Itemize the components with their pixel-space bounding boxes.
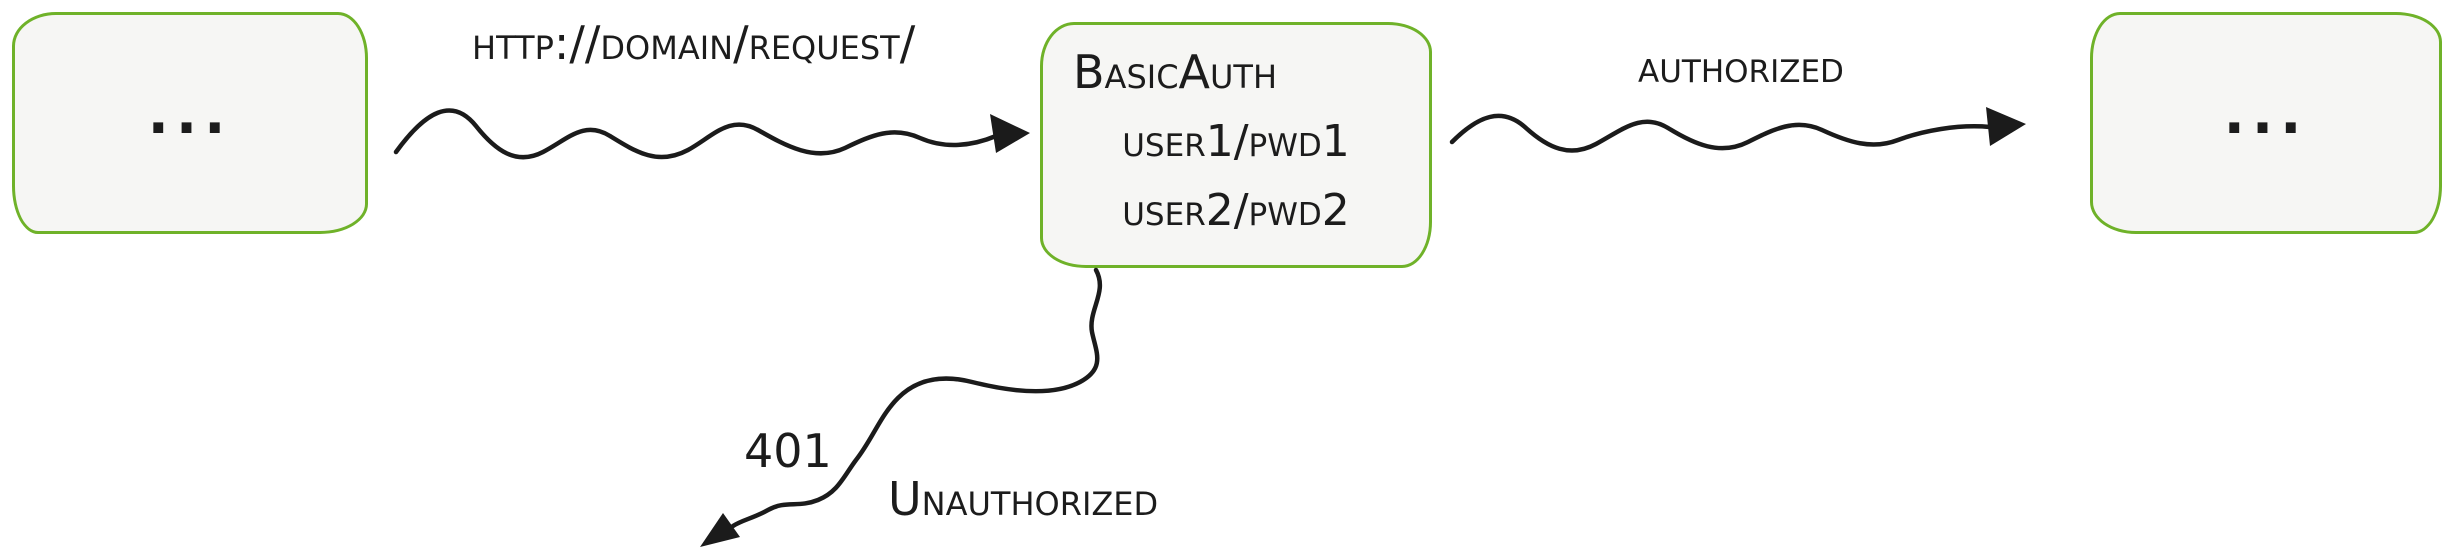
client-node-label: ... [147,82,233,147]
basic-auth-title: BasicAuth [1073,45,1278,99]
authorized-label: authorized [1638,42,1844,93]
basic-auth-node: BasicAuth user1/pwd1 user2/pwd2 [1040,22,1432,268]
authorized-arrow-line [1449,113,1993,153]
request-url-label: http://domain/request/ [472,16,916,70]
request-arrow-line [393,108,999,160]
status-code-label: 401 [744,424,832,478]
unauthorized-arrowhead [700,513,740,547]
authorized-arrowhead [1986,107,2026,146]
credential-line: user1/pwd1 [1122,116,1350,168]
server-node-label: ... [2223,82,2309,147]
request-arrowhead [990,114,1030,153]
server-node: ... [2090,12,2442,234]
unauthorized-label: Unauthorized [888,472,1159,526]
client-node: ... [12,12,368,234]
credential-line: user2/pwd2 [1122,184,1350,236]
